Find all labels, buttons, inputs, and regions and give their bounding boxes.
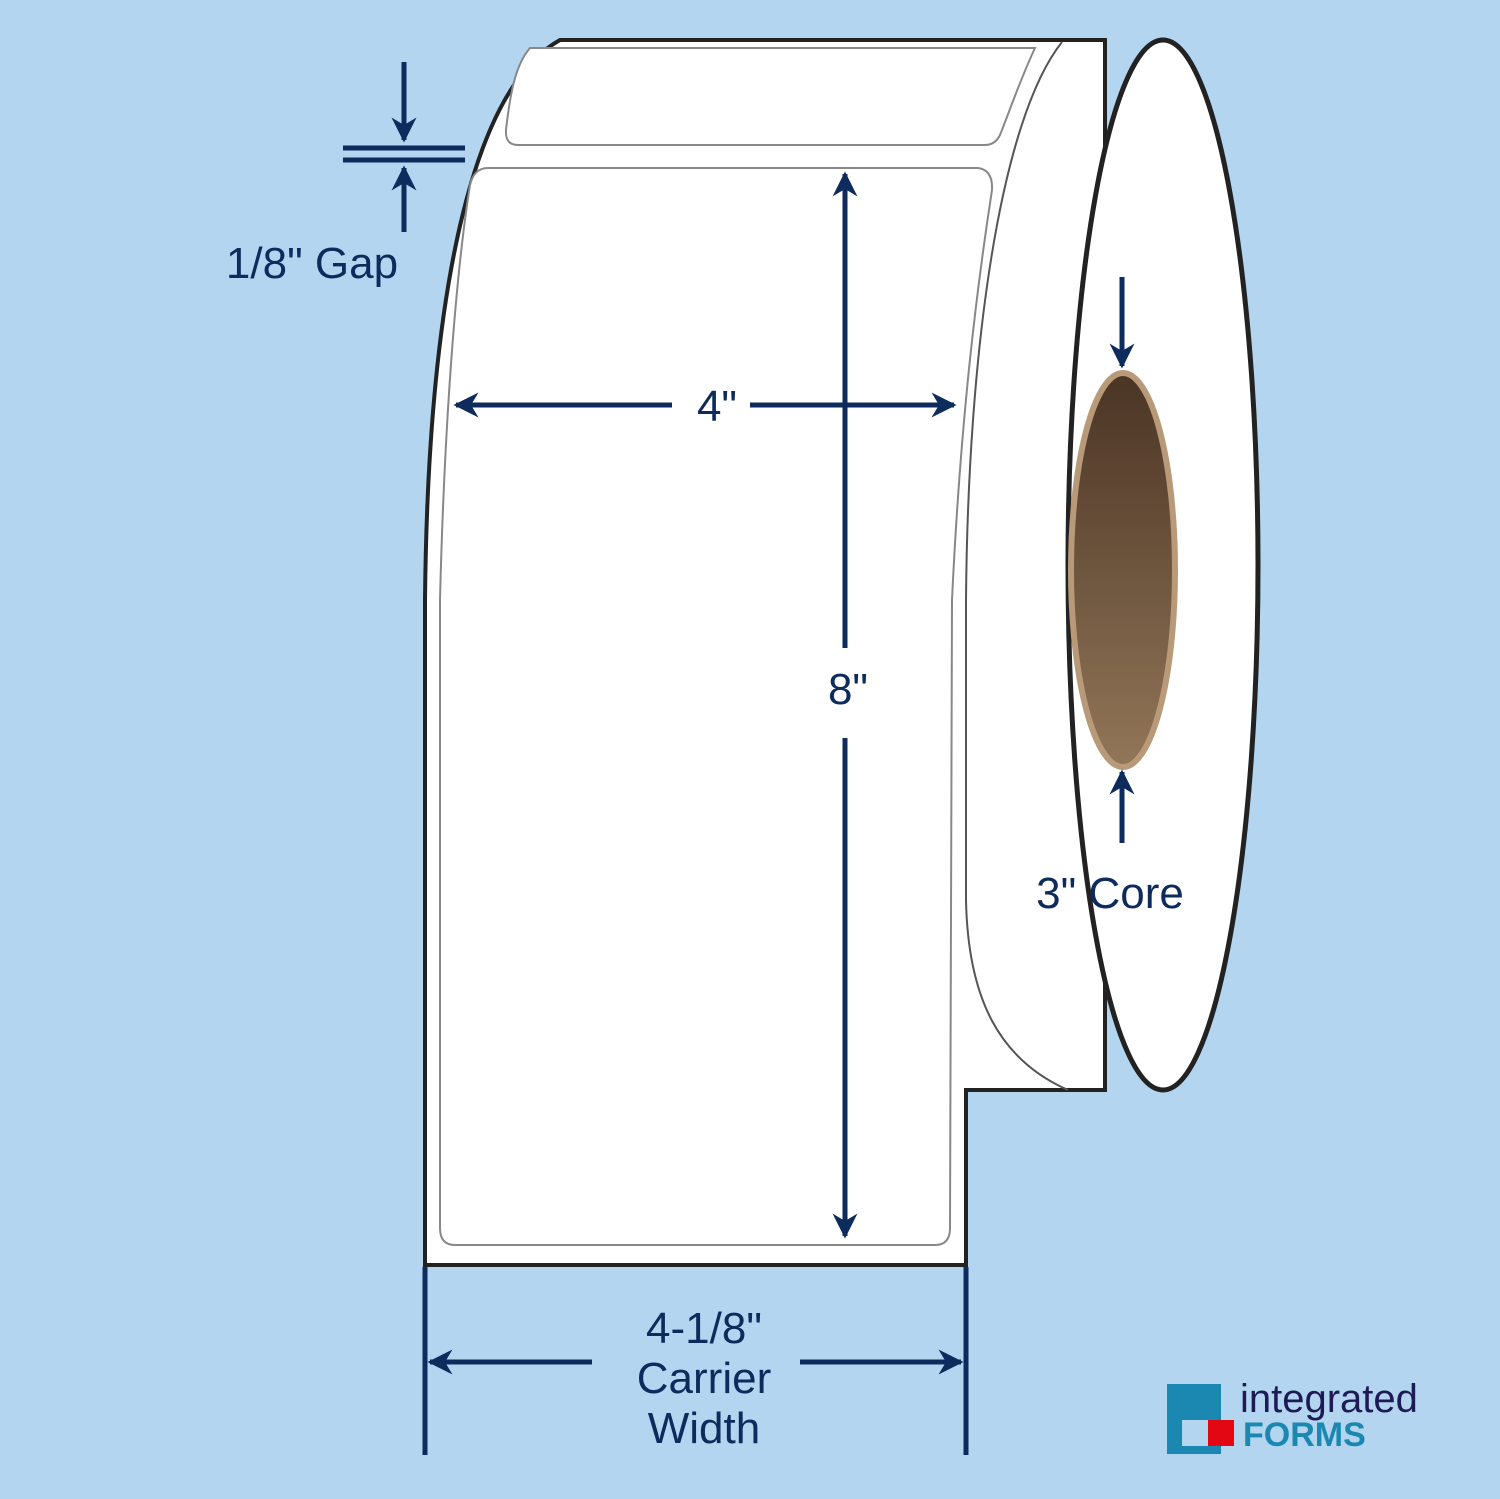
carrier-label-line3: Width bbox=[648, 1404, 760, 1453]
top-label bbox=[504, 47, 1037, 146]
integrated-forms-logo: integrated FORMS bbox=[1167, 1377, 1418, 1454]
logo-text-integrated: integrated bbox=[1240, 1377, 1418, 1421]
logo-square-red bbox=[1208, 1420, 1234, 1446]
main-label bbox=[439, 167, 994, 1246]
logo-text-forms: FORMS bbox=[1243, 1416, 1366, 1454]
roll-inner-edge bbox=[965, 41, 1069, 1091]
carrier-label-line1: 4-1/8" bbox=[646, 1304, 762, 1353]
label-width-text: 4" bbox=[697, 382, 737, 431]
label-roll bbox=[423, 37, 1261, 1267]
logo-square-light bbox=[1182, 1420, 1208, 1446]
core bbox=[1068, 370, 1178, 770]
gap-dimension bbox=[343, 62, 465, 232]
carrier-width-dimension bbox=[422, 1267, 969, 1455]
label-height-text: 8" bbox=[828, 665, 868, 714]
carrier-label-line2: Carrier bbox=[637, 1354, 771, 1403]
core-label: 3" Core bbox=[1036, 869, 1184, 918]
gap-label: 1/8" Gap bbox=[226, 239, 398, 288]
